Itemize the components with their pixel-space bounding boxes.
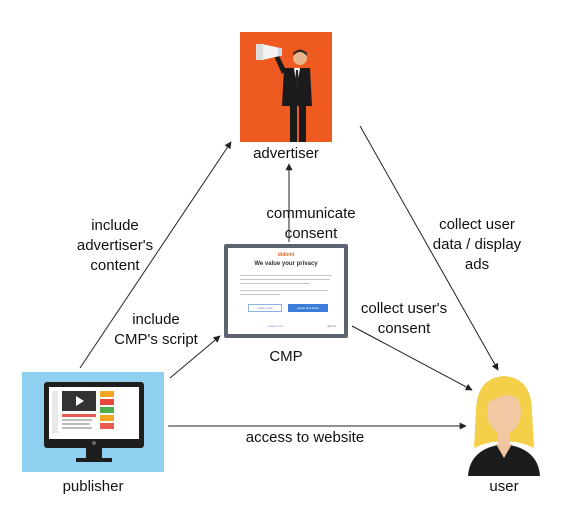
edge-label-line: include <box>91 217 139 234</box>
edge-label-line: access to website <box>245 429 365 446</box>
cmp-text-line <box>240 283 310 285</box>
edge-label-advertiser-user: collect user data / display ads <box>412 215 542 275</box>
cmp-dialog-title: We value your privacy <box>254 261 318 267</box>
user-icon <box>468 376 540 476</box>
cmp-text-line <box>240 290 328 292</box>
publisher-icon <box>22 372 164 472</box>
cmp-footer-brand: didomi <box>327 324 336 328</box>
cmp-learn-more-button: Learn more <box>248 304 282 312</box>
cmp-agree-button: Agree and close <box>288 304 328 312</box>
edge-label-line: CMP's script <box>114 331 198 348</box>
advertiser-label: advertiser <box>253 145 319 162</box>
edge-label-cmp-advertiser: communicate consent <box>246 204 376 244</box>
advertiser-icon <box>240 32 332 142</box>
cmp-text-line <box>240 294 280 296</box>
cmp-dialog-card: didomi We value your privacy Learn more … <box>228 248 344 334</box>
cmp-consent-dialog-thumbnail: didomi We value your privacy Learn more … <box>224 244 348 338</box>
edge-label-line: include <box>132 311 180 328</box>
edge-label-line: collect user <box>439 216 515 233</box>
arrow-publisher-to-cmp <box>169 335 221 379</box>
arrow-cmp-to-user <box>351 325 473 391</box>
edge-label-publisher-user: access to website <box>220 428 390 448</box>
edge-label-line: advertiser's <box>76 237 154 254</box>
edge-label-line: data / display <box>432 236 522 253</box>
arrow-advertiser-to-user <box>359 125 499 371</box>
cmp-label: CMP <box>269 348 303 365</box>
edge-label-line: consent <box>377 320 431 337</box>
edge-label-line: ads <box>464 256 490 273</box>
edge-label-line: content <box>90 257 140 274</box>
edge-label-cmp-user: collect user's consent <box>342 299 466 339</box>
user-label: user <box>489 478 519 495</box>
edge-label-line: collect user's <box>360 300 448 317</box>
edge-label-line: communicate <box>266 205 356 222</box>
arrow-publisher-to-advertiser <box>79 141 232 369</box>
edge-label-publisher-cmp: include CMP's script <box>96 310 216 350</box>
edge-label-publisher-advertiser: include advertiser's content <box>60 216 170 276</box>
cmp-footer-link: Learn more <box>268 324 284 328</box>
cmp-text-line <box>240 279 330 281</box>
cmp-brand-logo: didomi <box>277 252 295 258</box>
cmp-text-line <box>240 275 332 277</box>
publisher-label: publisher <box>62 478 124 495</box>
edge-label-line: consent <box>284 225 338 242</box>
